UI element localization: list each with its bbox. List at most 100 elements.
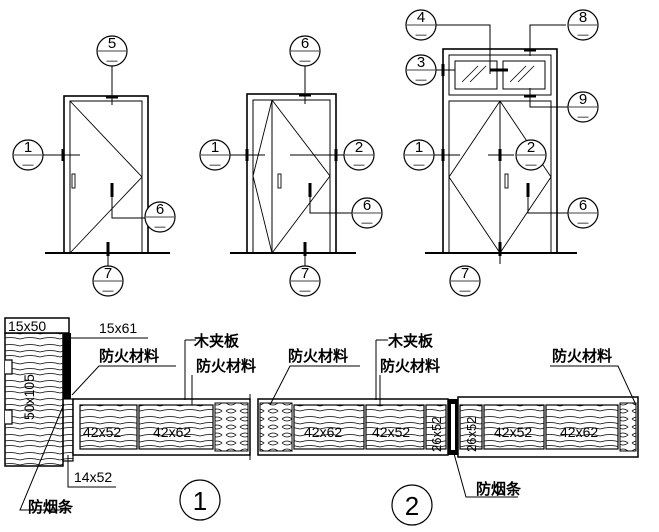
index-circle-a-bottom: 7 — [92,265,124,297]
index-label: 4 [417,9,425,26]
section-1-smoke-seal-label: 防烟条 [28,498,74,516]
section-1-cap-label: 15x50 [8,318,46,334]
index-circle-b-left: 1 — [199,139,231,171]
elevation-door-a [43,66,170,266]
index-circle-c-9: 9 — [567,91,599,123]
index-sub: — [416,74,427,86]
section-1-rail-b-label: 42x62 [153,424,191,440]
section-1: 15x50 15x61 50x105 防火材料 木夹板 防火材料 42x52 4… [4,317,256,521]
section-2-stile-right-label: 26x52 [464,417,479,452]
section-2-rail-d-label: 42x62 [560,424,598,440]
index-sub: — [578,111,589,123]
door-c-glaze-2 [469,65,487,83]
door-c-swing-left [448,100,501,254]
section-1-frame-block [4,332,64,467]
index-label: 1 [211,139,219,156]
index-sub: — [578,29,589,41]
door-c-glaze-3 [509,65,527,83]
index-label: 7 [461,265,469,282]
index-circle-a-left: 1 — [12,139,44,171]
section-2-fire-material-right-label: 防火材料 [552,347,612,365]
section-2-fire-material-left-label: 防火材料 [288,347,348,365]
door-a-leader-right [111,185,146,219]
door-b-inner-frame [252,99,331,254]
index-label: 7 [104,265,112,282]
index-circle-c-8: 8 — [567,9,599,41]
section-2-meeting-gap [451,404,455,450]
index-label: 6 [156,201,164,218]
section-2-insulation-left [259,402,293,452]
door-c-swing-right [499,100,552,254]
section-2-fire-material-mid-label: 防火材料 [380,357,440,375]
section-1-fire-material-label: 防火材料 [99,347,159,365]
index-circles: 5 — 1 — 6 — 7 — 6 — [12,9,599,297]
index-label: 6 [301,35,309,52]
section-2: 防火材料 木夹板 防火材料 防火材料 42x62 42x52 26x52 26x… [257,332,639,526]
section-2-core-b [365,404,425,450]
section-1-trim [63,333,71,399]
index-sub: — [210,159,221,171]
section-1-core-a [79,404,138,450]
door-c-glaze-1 [461,65,479,83]
door-a-swing-line [69,100,143,254]
index-circle-c-lower: 6 — [567,197,599,229]
section-2-core-a [293,404,365,450]
index-circle-c-mid: 2 — [515,139,547,171]
section-1-trim-label: 15x61 [99,320,137,336]
index-circle-a-right: 6 — [144,201,176,233]
index-label: 6 [579,197,587,214]
door-c-handle [504,173,509,189]
door-b-swing-large [271,99,331,254]
section-1-fire-material-2-label: 防火材料 [196,357,256,375]
section-2-number: 2 [405,491,419,521]
elevation-door-c [425,24,577,264]
door-b-outer-frame [246,93,337,254]
section-1-stop [62,398,74,462]
index-label: 1 [24,139,32,156]
section-1-insulation [214,402,249,452]
door-a-outer-frame [63,95,149,254]
section-1-cap [4,317,70,334]
index-sub: — [300,285,311,297]
door-c-leader-4 [436,24,491,74]
section-2-core-c [483,404,545,450]
section-1-plywood-label: 木夹板 [193,332,240,350]
door-c-transom-frame [448,54,552,96]
index-sub: — [416,29,427,41]
section-1-number: 1 [193,486,207,516]
index-label: 1 [415,139,423,156]
index-circle-a-top: 5 — [96,35,128,67]
elevation-door-b [230,66,356,266]
index-label: 7 [301,265,309,282]
door-b-leader-lower [309,185,352,214]
section-1-stop-label: 14x52 [74,469,112,485]
door-b-swing-small [252,99,273,254]
section-2-smoke-seal-label: 防烟条 [476,480,522,498]
section-2-rail-c-label: 42x52 [494,424,532,440]
index-circle-c-4: 4 — [405,9,437,41]
index-sub: — [300,55,311,67]
door-a-leaf [69,100,143,254]
section-2-rail-a-label: 42x62 [304,424,342,440]
index-circle-b-top: 6 — [289,35,321,67]
section-2-plywood-label: 木夹板 [387,332,434,350]
index-circle-c-3: 3 — [405,54,437,86]
index-sub: — [103,285,114,297]
index-sub: — [107,55,118,67]
index-circle-b-right-lower: 6 — [351,197,383,229]
index-sub: — [23,159,34,171]
index-label: 6 [363,197,371,214]
index-sub: — [578,217,589,229]
door-c-leader-9 [529,88,568,108]
door-c-transom-glass-right [502,60,546,90]
door-b-handle [277,173,282,189]
section-1-core-b [138,404,214,450]
door-c-transom-glass-left [454,60,498,90]
index-sub: — [526,159,537,171]
door-c-glaze-4 [517,65,535,83]
index-label: 3 [417,54,425,71]
index-circle-b-right-upper: 2 — [343,139,375,171]
door-c-leader-lower [527,185,568,214]
index-sub: — [155,221,166,233]
